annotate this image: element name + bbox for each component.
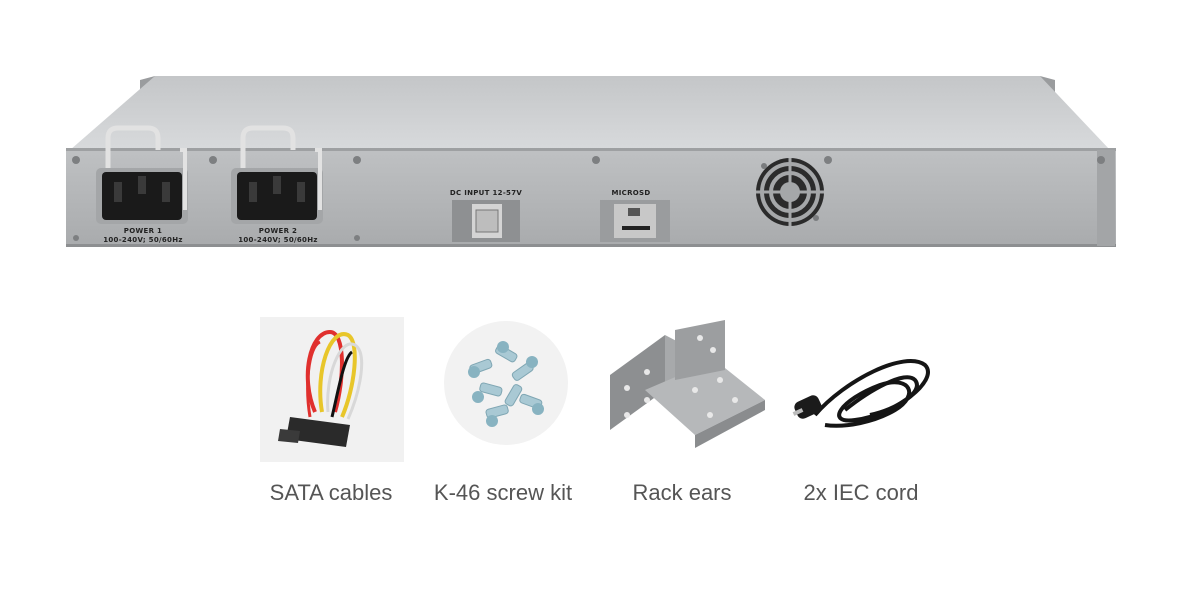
accessory-caption-iec-cord: 2x IEC cord bbox=[803, 480, 919, 505]
screw-kit-image bbox=[444, 321, 568, 445]
chassis-top bbox=[70, 76, 1110, 150]
microsd-label: MICROSD bbox=[611, 189, 650, 197]
sata-cables-image bbox=[260, 317, 404, 462]
rack-ears-image bbox=[610, 320, 765, 448]
power-inlet-2[interactable] bbox=[231, 125, 323, 224]
power-1-rating: 100-240V; 50/60Hz bbox=[103, 236, 183, 244]
microsd-slot[interactable] bbox=[600, 200, 670, 242]
dc-input-label: DC INPUT 12-57V bbox=[450, 189, 522, 197]
panel-screws bbox=[72, 156, 1105, 241]
chassis-back-face bbox=[66, 148, 1116, 246]
power-1-title: POWER 1 bbox=[124, 227, 162, 235]
power-inlet-1[interactable] bbox=[96, 125, 188, 224]
power-2-rating: 100-240V; 50/60Hz bbox=[238, 236, 318, 244]
accessory-caption-rack-ears: Rack ears bbox=[632, 480, 732, 505]
router-rear-panel: POWER 1 100-240V; 50/60Hz POWER 2 100-24… bbox=[66, 76, 1116, 247]
accessory-caption-screw-kit: K-46 screw kit bbox=[433, 480, 573, 505]
power-2-title: POWER 2 bbox=[259, 227, 297, 235]
iec-cord-image bbox=[792, 359, 930, 428]
accessory-caption-sata: SATA cables bbox=[269, 480, 393, 505]
fan-grille bbox=[756, 158, 824, 226]
dc-input-port[interactable] bbox=[452, 200, 520, 242]
